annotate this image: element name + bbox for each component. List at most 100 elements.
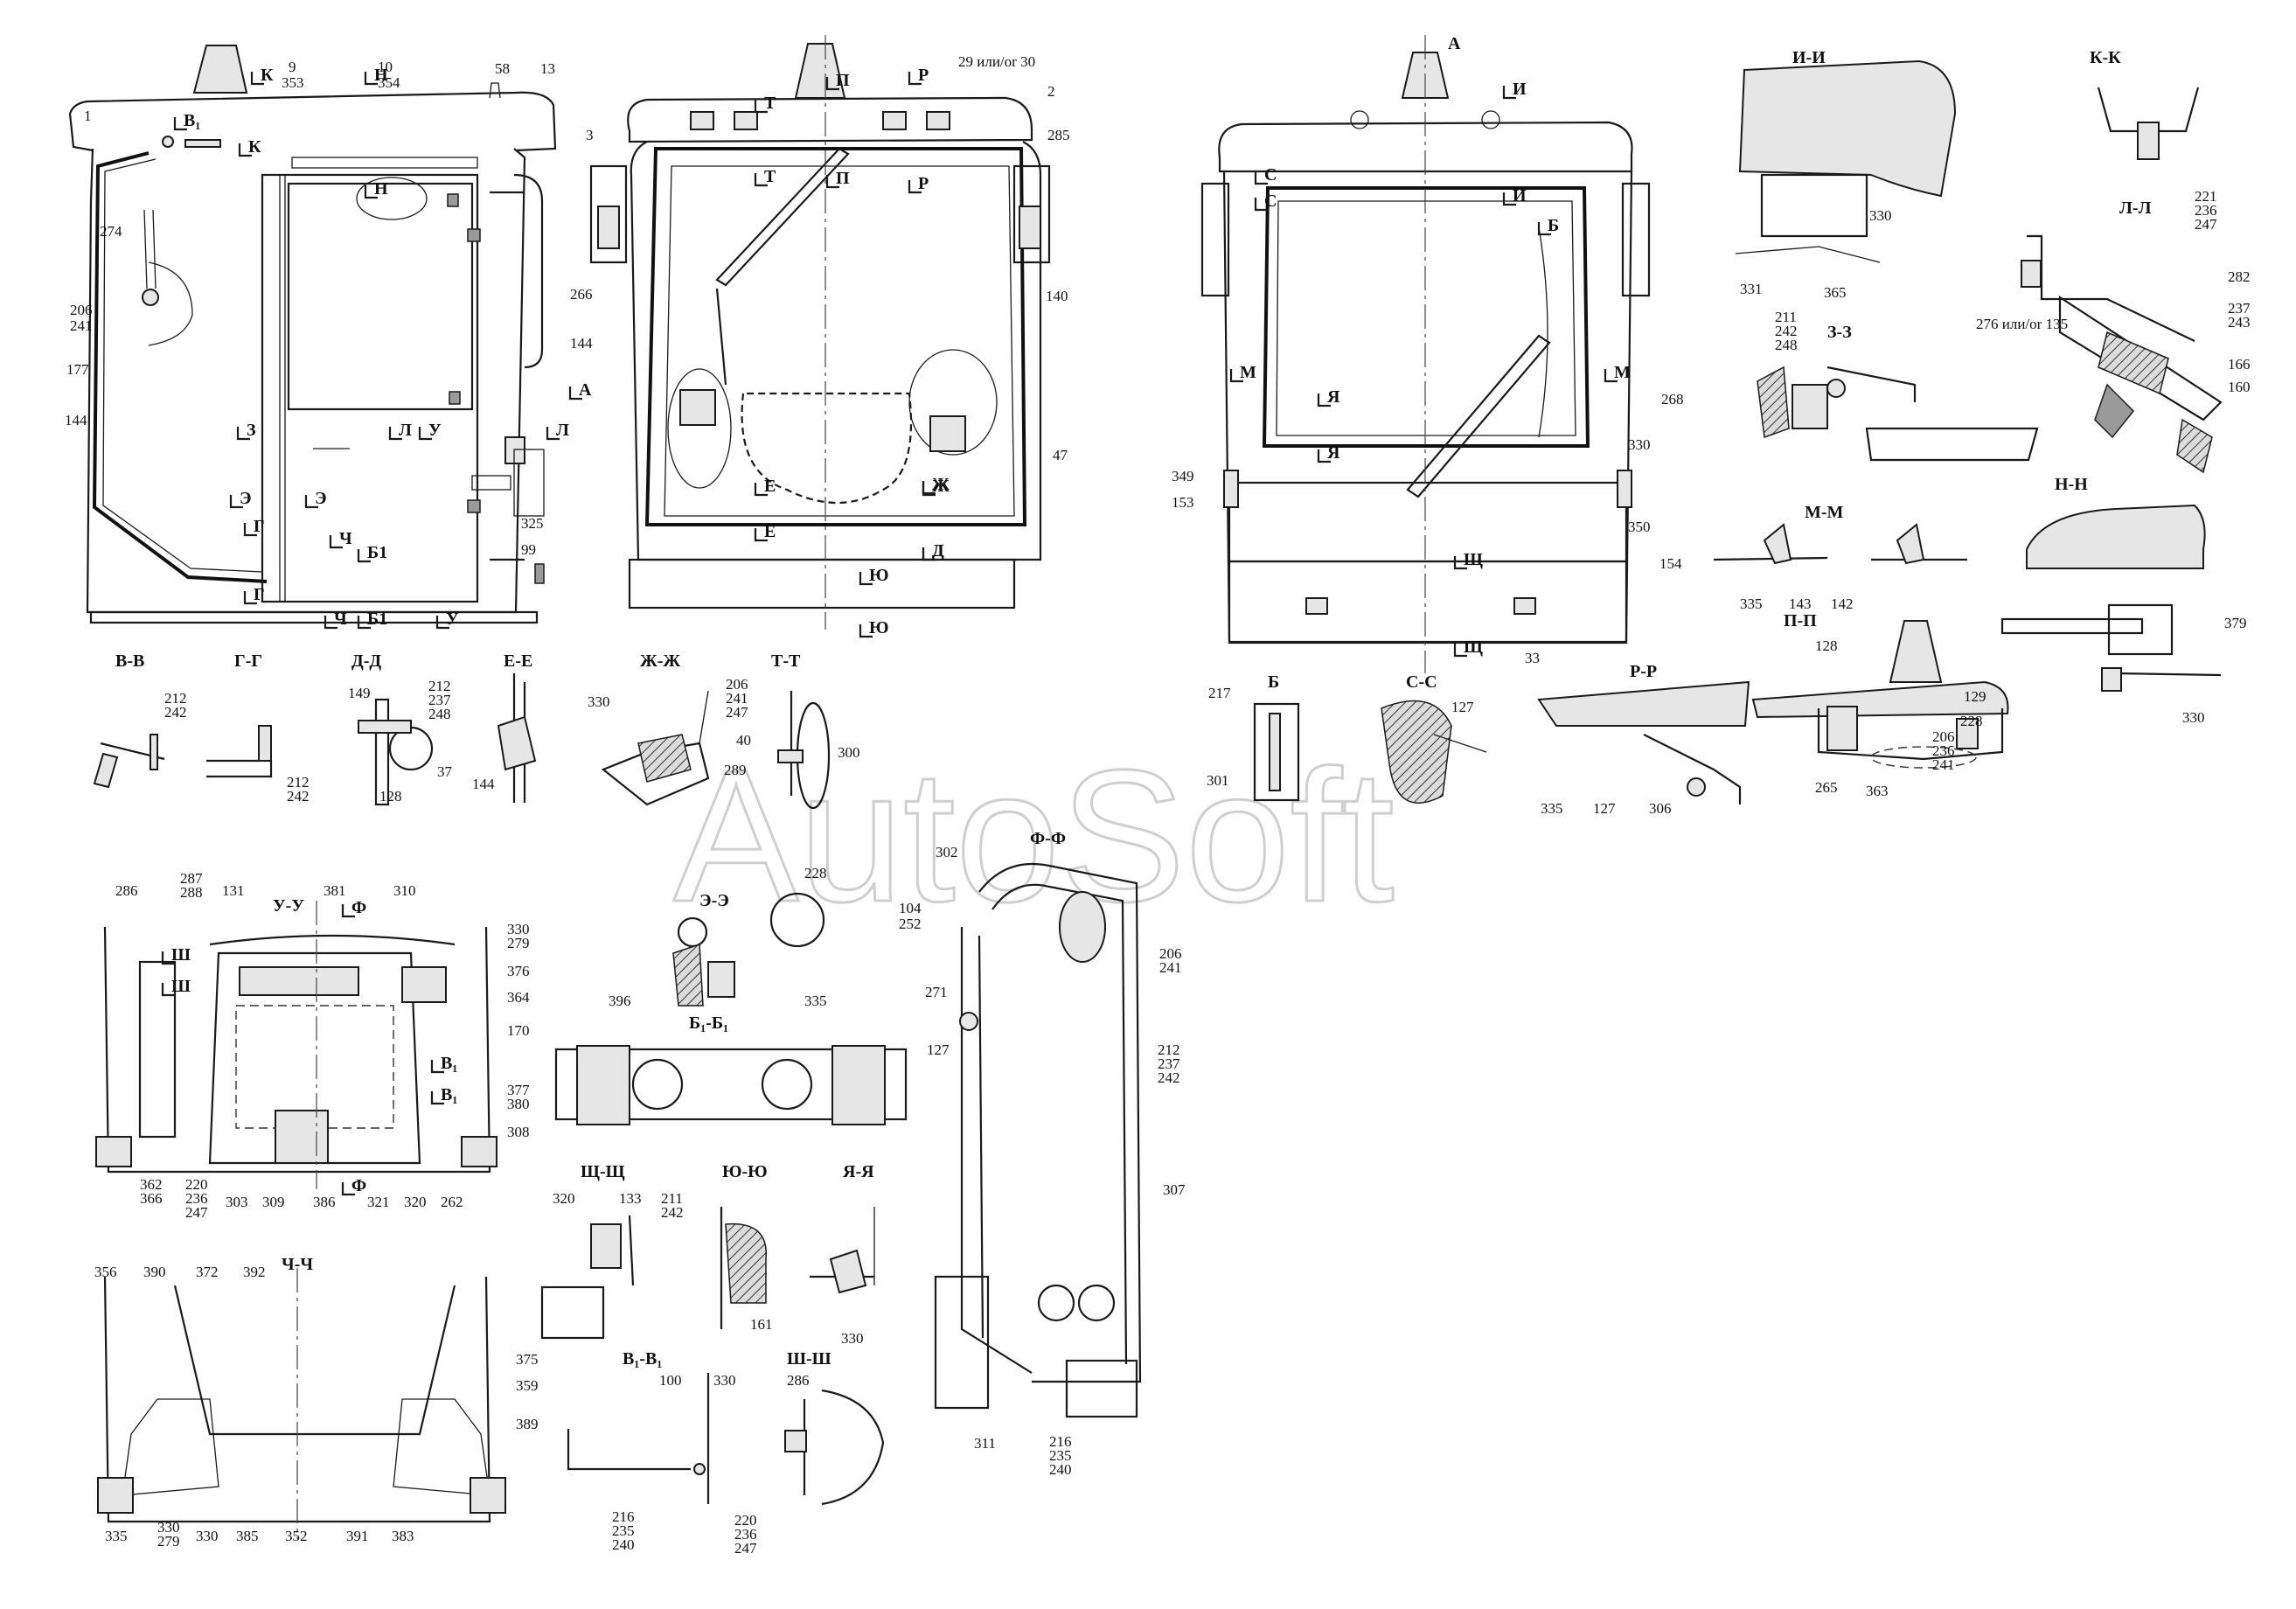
callout-pp: 206 xyxy=(1932,728,1955,745)
section-shchshch xyxy=(540,1215,635,1340)
cut-mark: З xyxy=(236,421,256,441)
callout-v1v1: 235 xyxy=(612,1522,635,1539)
callout-vv: 242 xyxy=(164,704,187,721)
callout-rear: 47 xyxy=(1053,447,1068,463)
callout-chch: 356 xyxy=(94,1264,117,1280)
callout-uu: 262 xyxy=(441,1194,463,1210)
cut-mark-label: М xyxy=(1240,363,1256,382)
section-b xyxy=(1253,702,1300,802)
section-pp xyxy=(1751,620,2009,769)
section-ll xyxy=(2021,234,2223,474)
title-zhzh: Ж-Ж xyxy=(640,651,680,671)
section-shsh xyxy=(784,1389,885,1506)
callout-front: 154 xyxy=(1659,555,1682,572)
cut-mark-label: К xyxy=(248,137,261,157)
cut-mark: Ж xyxy=(922,475,950,495)
cut-mark-label: С xyxy=(1264,192,1277,211)
section-ss xyxy=(1381,700,1487,804)
cut-mark-label: Е xyxy=(764,477,776,496)
callout-rear: 266 xyxy=(570,286,593,303)
cut-mark-label: Я xyxy=(1327,387,1340,407)
callout-b: 217 xyxy=(1208,685,1231,701)
callout-side: 13 xyxy=(540,60,555,77)
cut-mark: Ш xyxy=(161,977,191,997)
cut-mark: Я xyxy=(1317,387,1340,407)
cut-mark-label: Ф xyxy=(351,1176,366,1195)
callout-v1v1: 216 xyxy=(612,1508,635,1525)
cut-mark: Ф xyxy=(341,898,366,918)
section-chch xyxy=(97,1268,506,1539)
callout-chch: 385 xyxy=(236,1528,259,1544)
callout-pp: 236 xyxy=(1932,742,1955,759)
callout-gg: 212 xyxy=(287,774,310,791)
section-ii xyxy=(1735,59,1957,263)
cut-mark-label: Г xyxy=(254,585,265,604)
callout-chch: 383 xyxy=(392,1528,414,1544)
callout-pp: 363 xyxy=(1866,783,1889,799)
callout-uu: 381 xyxy=(324,882,346,899)
cut-mark: Э xyxy=(304,489,327,509)
cut-mark-label: В₁ xyxy=(184,111,200,130)
callout-uu: 310 xyxy=(393,882,416,899)
callout-uu: 236 xyxy=(185,1190,208,1207)
cut-mark-label: Г xyxy=(254,517,265,536)
callout-tt: 247 xyxy=(726,704,748,721)
cut-mark: М xyxy=(1229,363,1256,383)
callout-side: 9 xyxy=(289,59,296,75)
title-zz: З-З xyxy=(1827,323,1852,342)
section-vv xyxy=(93,734,165,789)
cut-mark-label: А xyxy=(579,380,592,400)
cut-mark-label: Щ xyxy=(1464,637,1483,657)
cut-mark: Б1 xyxy=(357,543,387,563)
callout-ll: 236 xyxy=(2195,202,2217,219)
title-dd: Д-Д xyxy=(351,651,381,671)
callout-mm: 143 xyxy=(1789,596,1812,612)
title-vv: В-В xyxy=(115,651,144,671)
callout-b: 301 xyxy=(1207,772,1229,789)
callout-ii: 331 xyxy=(1740,281,1763,297)
callout-yuyu: 161 xyxy=(750,1316,773,1333)
callout-nn: 330 xyxy=(2182,709,2205,726)
callout-uu: 380 xyxy=(507,1096,530,1112)
callout-front: 349 xyxy=(1172,468,1194,484)
title-ee: Е-Е xyxy=(504,651,532,671)
callout-dd: 212 xyxy=(428,678,451,694)
cut-mark: Ю xyxy=(859,566,889,586)
callout-tt: 300 xyxy=(838,744,860,761)
callout-yaya: 330 xyxy=(841,1330,864,1347)
cut-mark-label: Ю xyxy=(869,618,889,637)
cut-mark: Р xyxy=(908,66,929,86)
cut-mark-label: Б1 xyxy=(367,543,387,562)
section-ff xyxy=(934,862,1142,1418)
callout-uu: 287 xyxy=(180,870,203,887)
cut-mark-label: Б xyxy=(1548,216,1559,235)
callout-chch: 372 xyxy=(196,1264,219,1280)
callout-dd: 237 xyxy=(428,692,451,708)
callout-chch: 359 xyxy=(516,1377,539,1394)
cut-mark: С xyxy=(1254,165,1277,185)
callout-tt: 241 xyxy=(726,690,748,707)
callout-ii: 330 xyxy=(1869,207,1892,224)
title-ll: Л-Л xyxy=(2119,199,2152,218)
cut-mark-label: Ч xyxy=(334,609,347,629)
cut-mark: В₁ xyxy=(430,1054,457,1074)
callout-uu: 220 xyxy=(185,1176,208,1193)
callout-gg: 242 xyxy=(287,788,310,804)
cut-mark: Н xyxy=(364,66,388,86)
callout-shchshch: 133 xyxy=(619,1190,642,1207)
callout-dd: 128 xyxy=(379,788,402,804)
cut-mark-label: Ю xyxy=(869,566,889,585)
callout-shsh: 236 xyxy=(734,1526,757,1543)
title-pp: П-П xyxy=(1784,611,1817,630)
cut-mark: К xyxy=(238,137,261,157)
cut-mark: П xyxy=(825,71,850,91)
callout-front: 268 xyxy=(1661,391,1684,407)
cut-mark: Г xyxy=(243,585,265,605)
callout-ff: 311 xyxy=(974,1435,996,1452)
callout-uu: 288 xyxy=(180,884,203,901)
callout-ii: 365 xyxy=(1824,284,1847,301)
callout-ll: 237 xyxy=(2228,300,2251,317)
callout-rear: 3 xyxy=(586,127,594,143)
title-nn: Н-Н xyxy=(2055,475,2088,494)
